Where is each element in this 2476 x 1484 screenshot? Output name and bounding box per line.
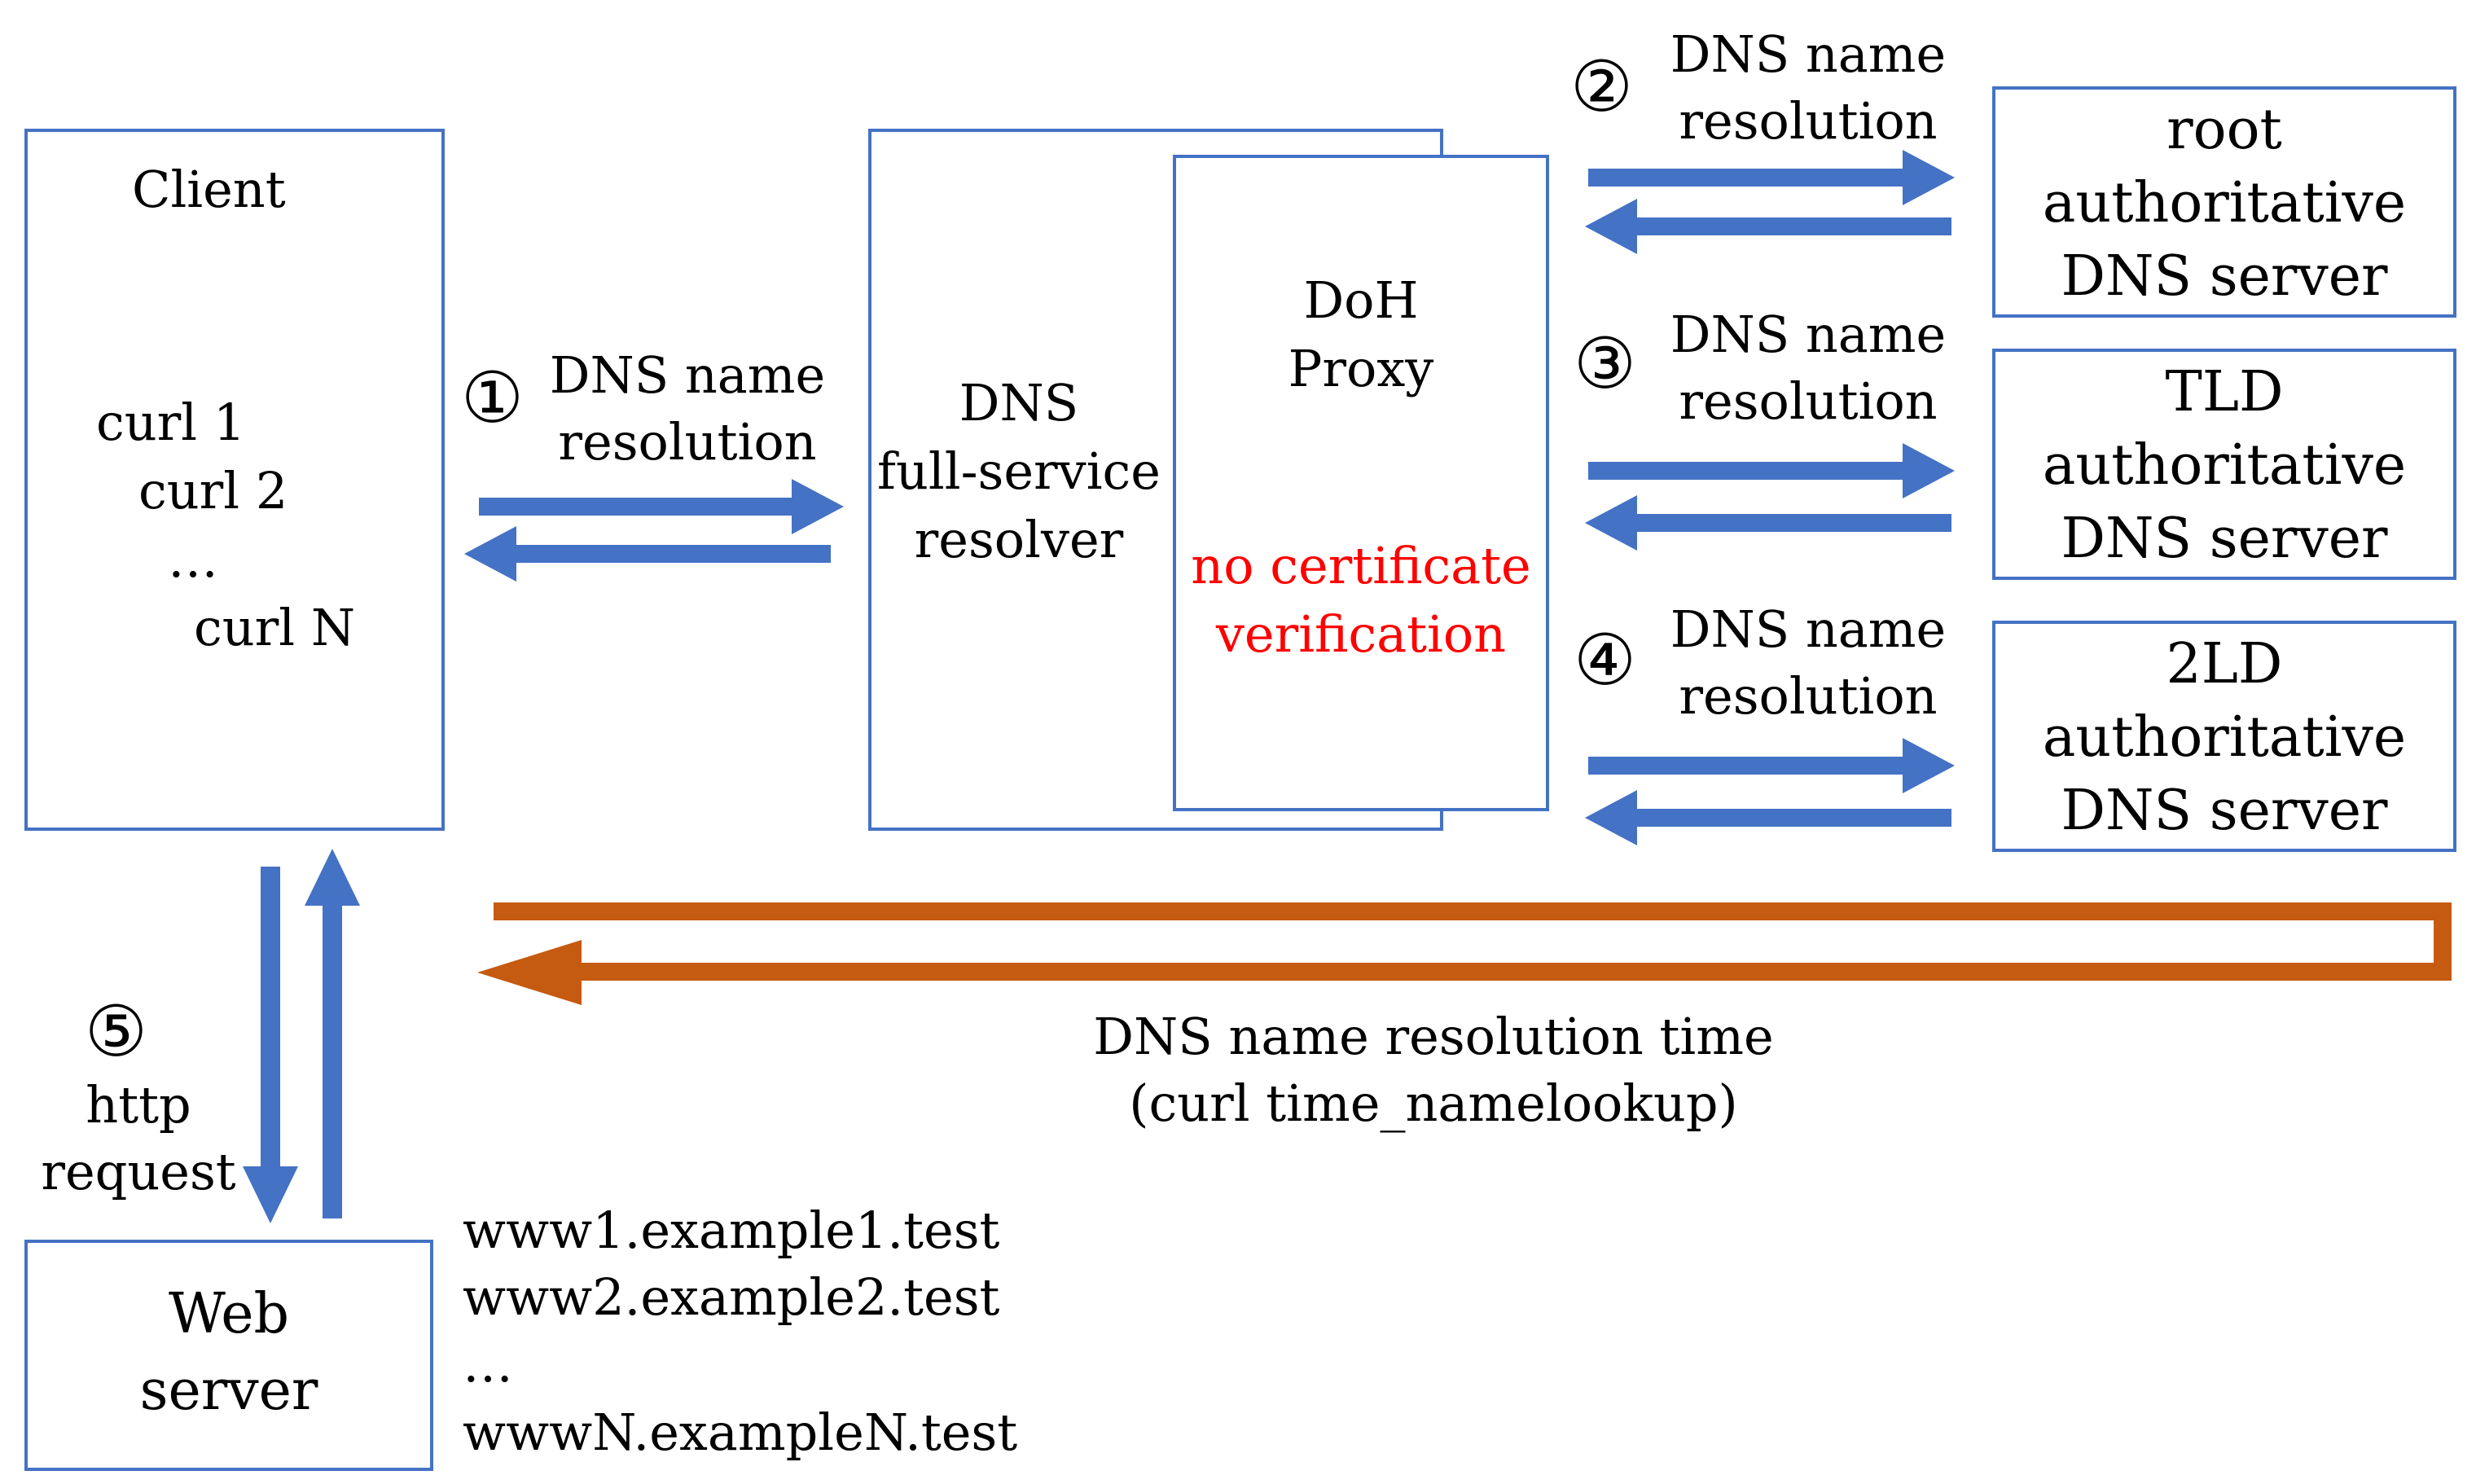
step-4-number: ④ xyxy=(1574,620,1637,701)
step-3-number: ③ xyxy=(1574,323,1637,405)
web-server-label-2: server xyxy=(139,1359,318,1423)
step-3-label-1: DNS name xyxy=(1670,305,1947,364)
step-5-label-2: request xyxy=(41,1142,236,1201)
arrow-from-2ld xyxy=(1585,790,1951,845)
step-3-label-2: resolution xyxy=(1679,371,1938,431)
arrow-from-tld xyxy=(1585,495,1951,551)
arrow-client-to-web xyxy=(243,867,298,1223)
tld-server-box xyxy=(1992,349,2456,580)
arrow-to-root xyxy=(1588,150,1955,205)
arrow-resolver-to-client xyxy=(464,526,831,582)
arrow-to-tld xyxy=(1588,443,1955,498)
client-title: Client xyxy=(132,160,286,219)
client-curl-n: curl N xyxy=(194,598,356,657)
step-2-label-1: DNS name xyxy=(1670,24,1947,84)
proxy-warning-2: verification xyxy=(1215,604,1507,664)
domain-ellipsis: … xyxy=(463,1334,513,1394)
client-curl-2: curl 2 xyxy=(138,461,288,520)
tld-server-label-1: TLD xyxy=(2165,360,2284,424)
step-4-label-2: resolution xyxy=(1679,666,1938,726)
step-5-label-1: http xyxy=(86,1075,191,1135)
doh-proxy-box xyxy=(1173,155,1549,811)
timing-label-2: (curl time_namelookup) xyxy=(1129,1073,1738,1133)
client-box xyxy=(24,129,445,831)
root-server-label-3: DNS server xyxy=(2061,244,2388,309)
arrow-client-to-resolver xyxy=(479,479,844,534)
step-1-number: ① xyxy=(461,358,525,439)
timing-label-1: DNS name resolution time xyxy=(1093,1007,1774,1066)
step-1-label-1: DNS name xyxy=(549,345,826,405)
tld-server-label-2: authoritative xyxy=(2042,433,2407,498)
2ld-server-label-1: 2LD xyxy=(2166,632,2283,696)
resolver-label-2: full-service xyxy=(877,441,1161,501)
root-server-label-1: root xyxy=(2166,98,2282,162)
timing-arrow xyxy=(477,902,2452,1005)
step-2-label-2: resolution xyxy=(1679,91,1938,151)
step-1-label-2: resolution xyxy=(558,412,817,472)
step-4-label-1: DNS name xyxy=(1670,599,1947,659)
domain-1: www1.example1.test xyxy=(463,1201,1000,1260)
resolver-label-3: resolver xyxy=(914,510,1124,569)
arrow-from-root xyxy=(1585,199,1951,254)
domain-2: www2.example2.test xyxy=(463,1267,1000,1327)
step-5-number: ⑤ xyxy=(85,991,148,1073)
arrow-to-2ld xyxy=(1588,738,1955,793)
root-server-label-2: authoritative xyxy=(2042,171,2407,235)
root-server-box xyxy=(1992,86,2456,318)
domain-n: wwwN.exampleN.test xyxy=(463,1403,1018,1462)
web-server-label-1: Web xyxy=(168,1282,290,1346)
2ld-server-label-3: DNS server xyxy=(2061,779,2388,843)
arrow-web-to-client xyxy=(305,849,360,1218)
2ld-server-label-2: authoritative xyxy=(2042,705,2407,770)
proxy-label-1: DoH xyxy=(1303,270,1419,330)
2ld-server-box xyxy=(1992,621,2456,852)
client-curl-ellipsis: … xyxy=(168,529,218,589)
step-2-number: ② xyxy=(1570,46,1634,128)
proxy-warning-1: no certificate xyxy=(1191,536,1531,595)
proxy-label-2: Proxy xyxy=(1288,339,1434,398)
resolver-label-1: DNS xyxy=(959,373,1079,432)
web-server-box xyxy=(24,1240,433,1471)
client-curl-1: curl 1 xyxy=(96,393,246,452)
tld-server-label-3: DNS server xyxy=(2061,507,2388,571)
